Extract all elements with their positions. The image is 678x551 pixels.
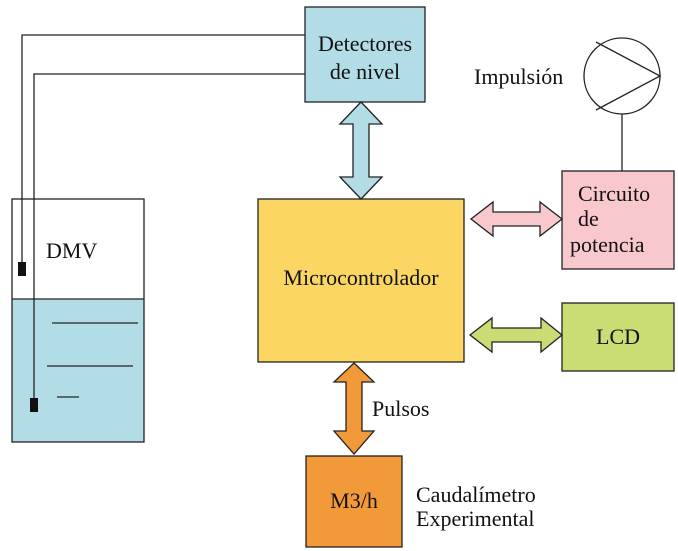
circuito-label-line2: de <box>578 206 599 231</box>
pump-icon <box>583 37 661 115</box>
caudalimetro-box-label: M3/h <box>330 488 378 513</box>
level-probes <box>18 34 305 412</box>
pump: Impulsión <box>474 37 662 171</box>
arrow-detectores-micro <box>338 101 384 200</box>
tank-water <box>12 299 144 442</box>
caudalimetro-label-line1: Caudalímetro <box>416 482 536 507</box>
caudalimetro-box <box>305 455 403 548</box>
detectores-label-line2: de nivel <box>330 59 400 84</box>
tank-label-dmv: DMV <box>46 238 97 263</box>
probe-wire-upper <box>21 34 305 266</box>
block-microcontrolador: Microcontrolador <box>257 198 465 363</box>
lcd-box <box>561 302 675 372</box>
probe-wire-lower <box>33 73 305 402</box>
detectores-box <box>304 6 426 103</box>
pump-triangle-icon <box>595 41 662 111</box>
block-circuito: Circuito de potencia <box>561 170 675 270</box>
circuito-label-line1: Circuito <box>578 181 650 206</box>
arrow-micro-lcd <box>468 316 564 354</box>
lcd-label: LCD <box>596 324 640 349</box>
block-detectores: Detectores de nivel <box>304 6 426 103</box>
detectores-label-line1: Detectores <box>318 31 412 56</box>
block-lcd: LCD <box>561 302 675 372</box>
probe-sensor-lower <box>30 398 38 412</box>
microcontrolador-box <box>257 198 465 363</box>
caudalimetro-label-line2: Experimental <box>416 506 535 531</box>
microcontrolador-label: Microcontrolador <box>283 265 439 290</box>
tank-outline <box>11 198 145 443</box>
arrow-micro-circuito <box>469 200 564 238</box>
circuito-label-line3: potencia <box>570 232 645 257</box>
arrow-micro-caudalimetro <box>332 362 376 455</box>
pump-label: Impulsión <box>474 64 563 89</box>
circuito-box <box>561 170 675 270</box>
probe-sensor-upper <box>18 262 26 276</box>
block-caudalimetro: M3/h Caudalímetro Experimental <box>305 455 536 548</box>
pulsos-label: Pulsos <box>372 396 429 421</box>
